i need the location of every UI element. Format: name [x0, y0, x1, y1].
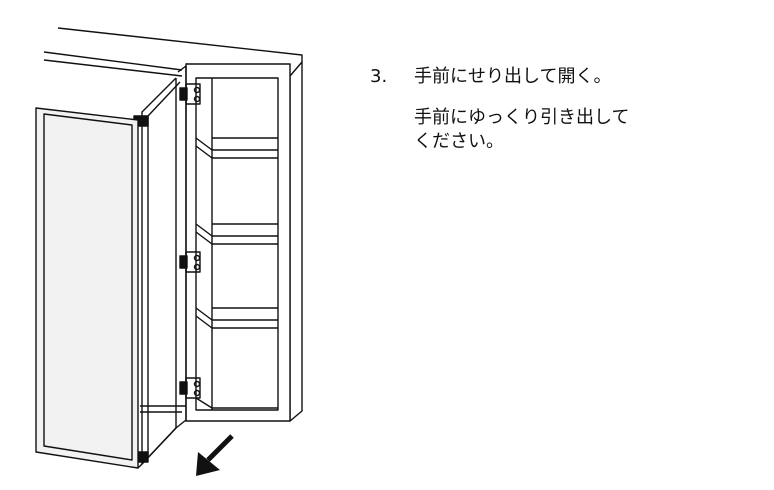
instruction-step: 3. 手前にせり出して開く。 手前にゆっくり引き出して ください。	[370, 64, 760, 154]
step-title-text: 手前にせり出して開く。	[414, 66, 612, 87]
arrow-down-left-icon	[196, 434, 234, 476]
step-number: 3.	[370, 66, 388, 87]
step-body-line: 手前にゆっくり引き出して	[414, 107, 630, 128]
shelf-bottom	[195, 307, 278, 329]
step-title: 3. 手前にせり出して開く。	[370, 64, 760, 90]
cabinet-floor	[195, 397, 278, 409]
door-panel	[35, 107, 143, 469]
cabinet-body	[185, 61, 303, 422]
step-body-line: ください。	[414, 131, 504, 152]
step-body: 手前にゆっくり引き出して ください。	[414, 106, 760, 154]
shelf-middle	[195, 223, 278, 245]
shelf-top	[195, 137, 278, 159]
